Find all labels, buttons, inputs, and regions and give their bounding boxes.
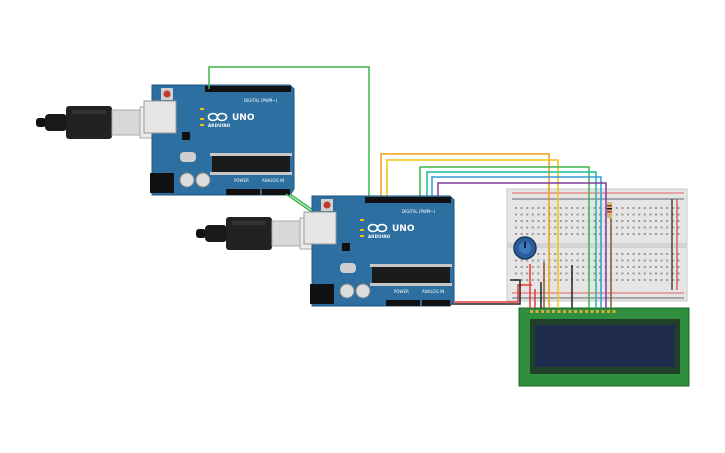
crystal: [340, 263, 356, 273]
led-l: [360, 219, 364, 221]
atmega-chip: [372, 267, 450, 283]
board-model-label: UNO: [392, 224, 415, 234]
atmega-chip: [212, 156, 290, 172]
wire-green-link: [208, 66, 370, 196]
digital-header-label: DIGITAL (PWM~): [244, 98, 278, 103]
power-jack: [310, 284, 334, 304]
arduino-uno-board-2[interactable]: DIGITAL (PWM~) UNO ARDUINO POWER ANALOG …: [303, 195, 455, 307]
analog-header: [422, 300, 450, 306]
lcd-16x2[interactable]: [518, 307, 690, 387]
wire-red-5v: [397, 284, 532, 303]
analog-header: [262, 189, 290, 195]
breadboard-holes: [515, 207, 680, 281]
power-jack: [150, 173, 174, 193]
board-model-label: UNO: [232, 113, 255, 123]
wire-teal: [426, 171, 597, 308]
board-brand-label: ARDUINO: [208, 123, 231, 128]
power-header-label: POWER: [394, 289, 409, 294]
led-l: [200, 108, 204, 110]
wire-yellow: [386, 159, 559, 308]
digital-header: [205, 86, 291, 92]
power-header-label: POWER: [234, 178, 249, 183]
wire-blue: [431, 176, 602, 308]
breadboard[interactable]: [506, 188, 688, 302]
crystal: [180, 152, 196, 162]
usb-jack: [303, 211, 337, 245]
wire-orange: [380, 153, 550, 308]
capacitor-1: [179, 172, 195, 188]
power-header: [226, 189, 260, 195]
potentiometer[interactable]: [513, 236, 537, 260]
led-tx: [200, 118, 204, 120]
lcd-pin-header: [530, 310, 616, 313]
led-rx: [360, 235, 364, 237]
led-rx: [200, 124, 204, 126]
analog-header-label: ANALOG IN: [422, 289, 444, 294]
capacitor-2: [355, 283, 371, 299]
board-brand-label: ARDUINO: [368, 234, 391, 239]
capacitor-2: [195, 172, 211, 188]
digital-header: [365, 197, 451, 203]
digital-header-label: DIGITAL (PWM~): [402, 209, 436, 214]
capacitor-1: [339, 283, 355, 299]
led-tx: [360, 229, 364, 231]
usb-jack: [143, 100, 177, 134]
wire-black-gnd: [405, 279, 521, 305]
analog-header-label: ANALOG IN: [262, 178, 284, 183]
usb-cable-1[interactable]: [36, 106, 157, 139]
usb-cable-2[interactable]: [196, 217, 317, 250]
resistor: [607, 202, 612, 218]
power-header: [386, 300, 420, 306]
wire-purple: [437, 182, 607, 308]
wire-green-lcd: [419, 166, 590, 308]
arduino-uno-board-1[interactable]: DIGITAL (PWM~) UNO ARDUINO POWER ANALOG …: [143, 84, 295, 196]
